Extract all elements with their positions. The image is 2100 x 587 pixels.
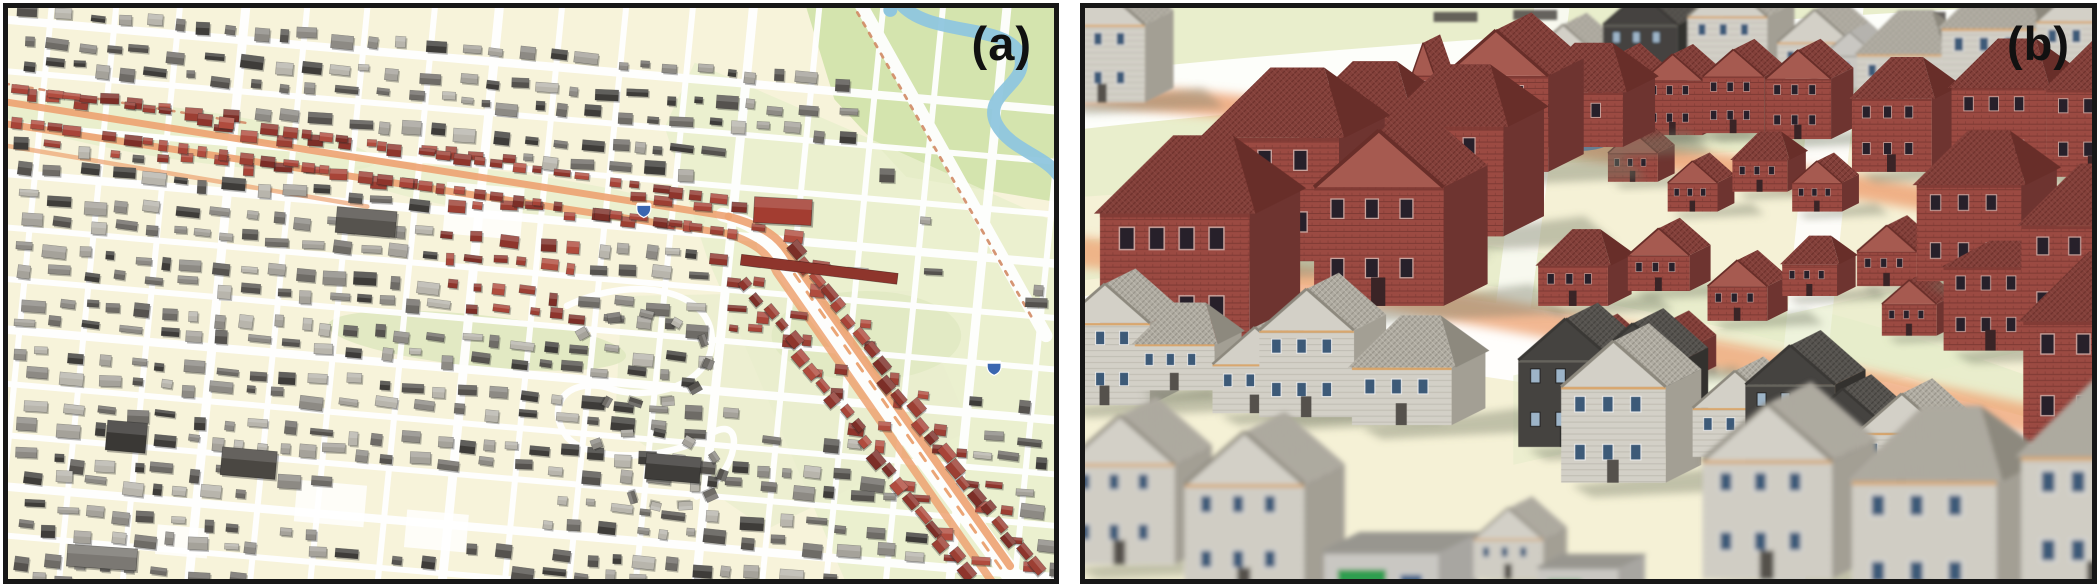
river bbox=[883, 8, 1054, 180]
interstate-shield-icon bbox=[636, 202, 652, 219]
panel-a-map-canvas bbox=[8, 8, 1054, 579]
panel-b-label: (b) bbox=[2006, 17, 2070, 70]
panel-a-3d-city-overview: (a) bbox=[3, 3, 1059, 584]
interstate-shields bbox=[636, 202, 1002, 377]
interstate-shield-icon bbox=[986, 360, 1002, 377]
panel-b-map-canvas bbox=[1085, 8, 2092, 579]
foreground-cut-houses bbox=[1085, 381, 2092, 579]
houses-red-cluster bbox=[1093, 12, 2092, 464]
landmark-buildings bbox=[65, 196, 899, 574]
panel-a-label: (a) bbox=[971, 17, 1032, 70]
panel-b-3d-closeup: (b) bbox=[1080, 3, 2097, 584]
